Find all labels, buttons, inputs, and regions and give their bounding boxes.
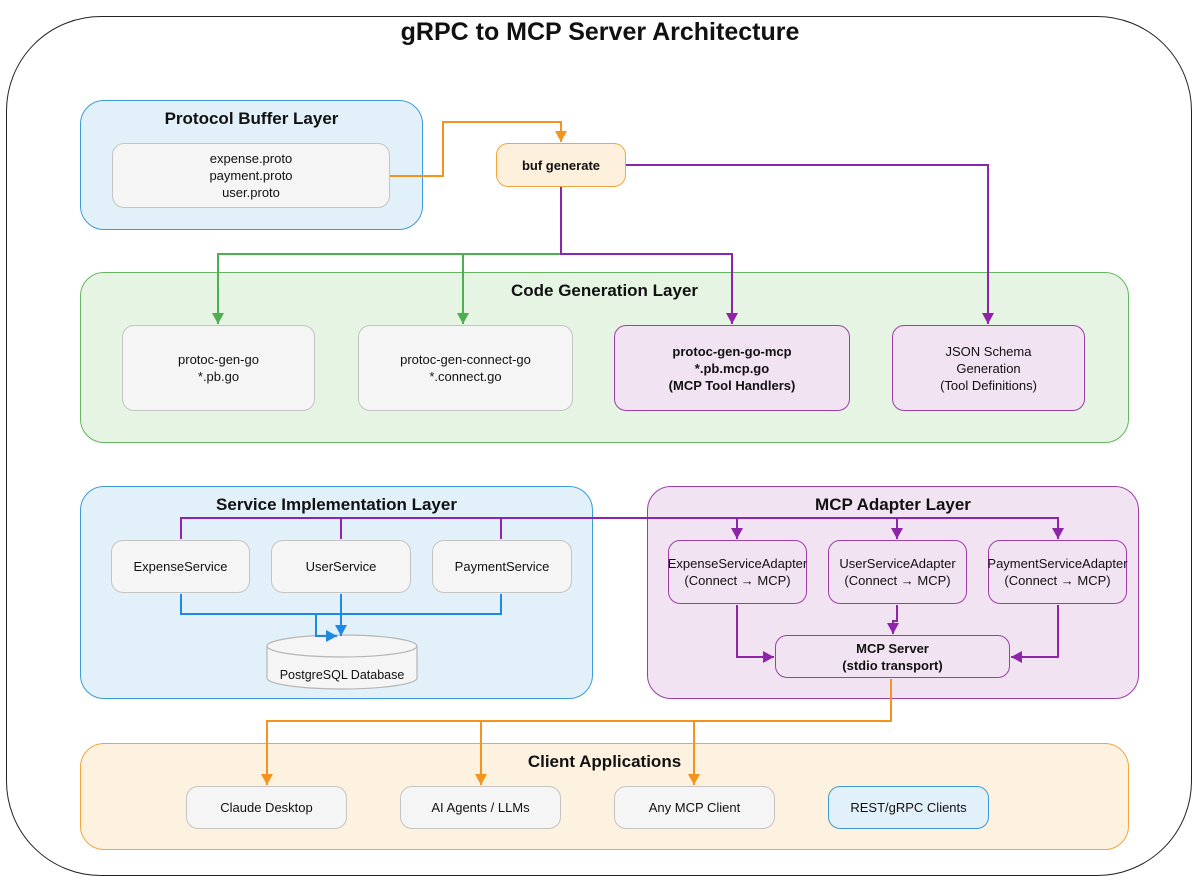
node-line: ExpenseService [133,559,228,574]
node-line: (Tool Definitions) [940,377,1037,393]
node-line: UserService [305,559,377,574]
expense-service-adapter-node[interactable]: ExpenseServiceAdapter (Connect → MCP) [668,540,807,604]
node-line: protoc-gen-connect-go [400,352,531,367]
payment-service-adapter-node[interactable]: PaymentServiceAdapter (Connect → MCP) [987,540,1128,604]
json-schema-node[interactable]: JSON Schema Generation (Tool Definitions… [892,325,1085,411]
layer-title: Code Generation Layer [510,281,699,300]
node-line: (Connect → MCP) [684,573,791,588]
protoc-gen-connect-go-node[interactable]: protoc-gen-connect-go *.connect.go [358,325,573,411]
node-line: *.connect.go [429,369,502,384]
layer-title: Service Implementation Layer [216,495,457,514]
node-line: MCP Server [856,640,929,656]
node-line: Any MCP Client [648,800,741,815]
node-line: PaymentService [454,559,550,574]
node-line: UserServiceAdapter [839,556,956,571]
ai-agents-node[interactable]: AI Agents / LLMs [400,786,561,829]
layer-title: Protocol Buffer Layer [164,109,339,128]
node-line: *.pb.go [197,369,240,384]
proto-file: user.proto [222,185,280,200]
any-mcp-client-node[interactable]: Any MCP Client [614,786,775,829]
node-line: ExpenseServiceAdapter [667,556,808,571]
node-line: *.pb.mcp.go [694,360,770,376]
node-line: (Connect → MCP) [1004,573,1111,588]
layer-title: MCP Adapter Layer [815,495,971,514]
claude-desktop-node[interactable]: Claude Desktop [186,786,347,829]
database-label: PostgreSQL Database [279,668,405,682]
node-line: protoc-gen-go [178,352,259,367]
postgresql-database[interactable]: PostgreSQL Database [266,634,418,690]
node-line: Generation [956,360,1021,376]
protoc-gen-go-node[interactable]: protoc-gen-go *.pb.go [122,325,315,411]
buf-generate-node[interactable]: buf generate [496,143,626,187]
expense-service-node[interactable]: ExpenseService [111,540,250,593]
node-line: protoc-gen-go-mcp [672,343,792,359]
protoc-gen-go-mcp-node[interactable]: protoc-gen-go-mcp *.pb.mcp.go (MCP Tool … [614,325,850,411]
node-line: JSON Schema [945,343,1032,359]
layer-title: Client Applications [527,752,682,771]
mcp-server-node[interactable]: MCP Server (stdio transport) [775,635,1010,678]
proto-file: expense.proto [209,151,293,166]
rest-grpc-clients-node[interactable]: REST/gRPC Clients [828,786,989,829]
node-line: (stdio transport) [842,657,943,673]
user-service-node[interactable]: UserService [271,540,411,593]
payment-service-node[interactable]: PaymentService [432,540,572,593]
node-line: Claude Desktop [220,800,313,815]
user-service-adapter-node[interactable]: UserServiceAdapter (Connect → MCP) [828,540,967,604]
node-line: PaymentServiceAdapter [987,556,1128,571]
diagram-title: gRPC to MCP Server Architecture [400,18,800,46]
diagram-frame [6,16,1192,876]
node-line: (MCP Tool Handlers) [668,377,796,393]
node-line: (Connect → MCP) [844,573,951,588]
node-line: AI Agents / LLMs [431,800,530,815]
buf-generate-label: buf generate [521,157,600,173]
node-line: REST/gRPC Clients [850,800,967,815]
proto-file: payment.proto [209,168,293,183]
proto-files-node[interactable]: expense.proto payment.proto user.proto [112,143,390,208]
